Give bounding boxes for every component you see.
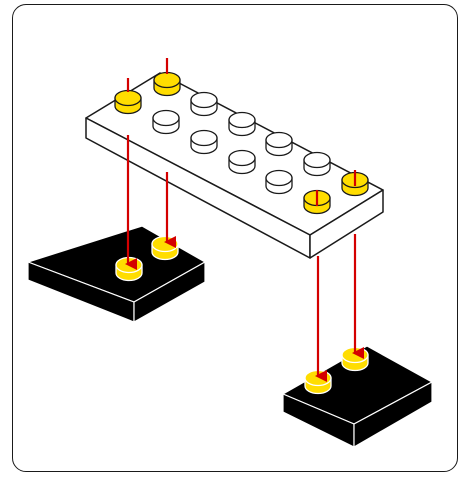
left-tile-stud-1 — [151, 235, 179, 261]
plate-stud-b1 — [114, 89, 142, 115]
plate-stud-a5 — [303, 151, 331, 177]
left-tile-right-side — [133, 260, 206, 324]
plate-stud-a1 — [153, 71, 181, 97]
right-tile-right-side — [353, 380, 433, 449]
plate-stud-b2 — [152, 109, 180, 135]
white-plate-right-side — [309, 189, 384, 259]
plate-stud-b4 — [228, 149, 256, 175]
plate-stud-a4 — [265, 131, 293, 157]
diagram-frame — [12, 4, 458, 472]
plate-stud-a3 — [228, 111, 256, 137]
arrows-layer — [125, 58, 364, 382]
right-base-tile — [281, 345, 434, 449]
plate-stud-b5 — [265, 169, 293, 195]
plate-stud-a2 — [190, 91, 218, 117]
plate-stud-b3 — [190, 129, 218, 155]
